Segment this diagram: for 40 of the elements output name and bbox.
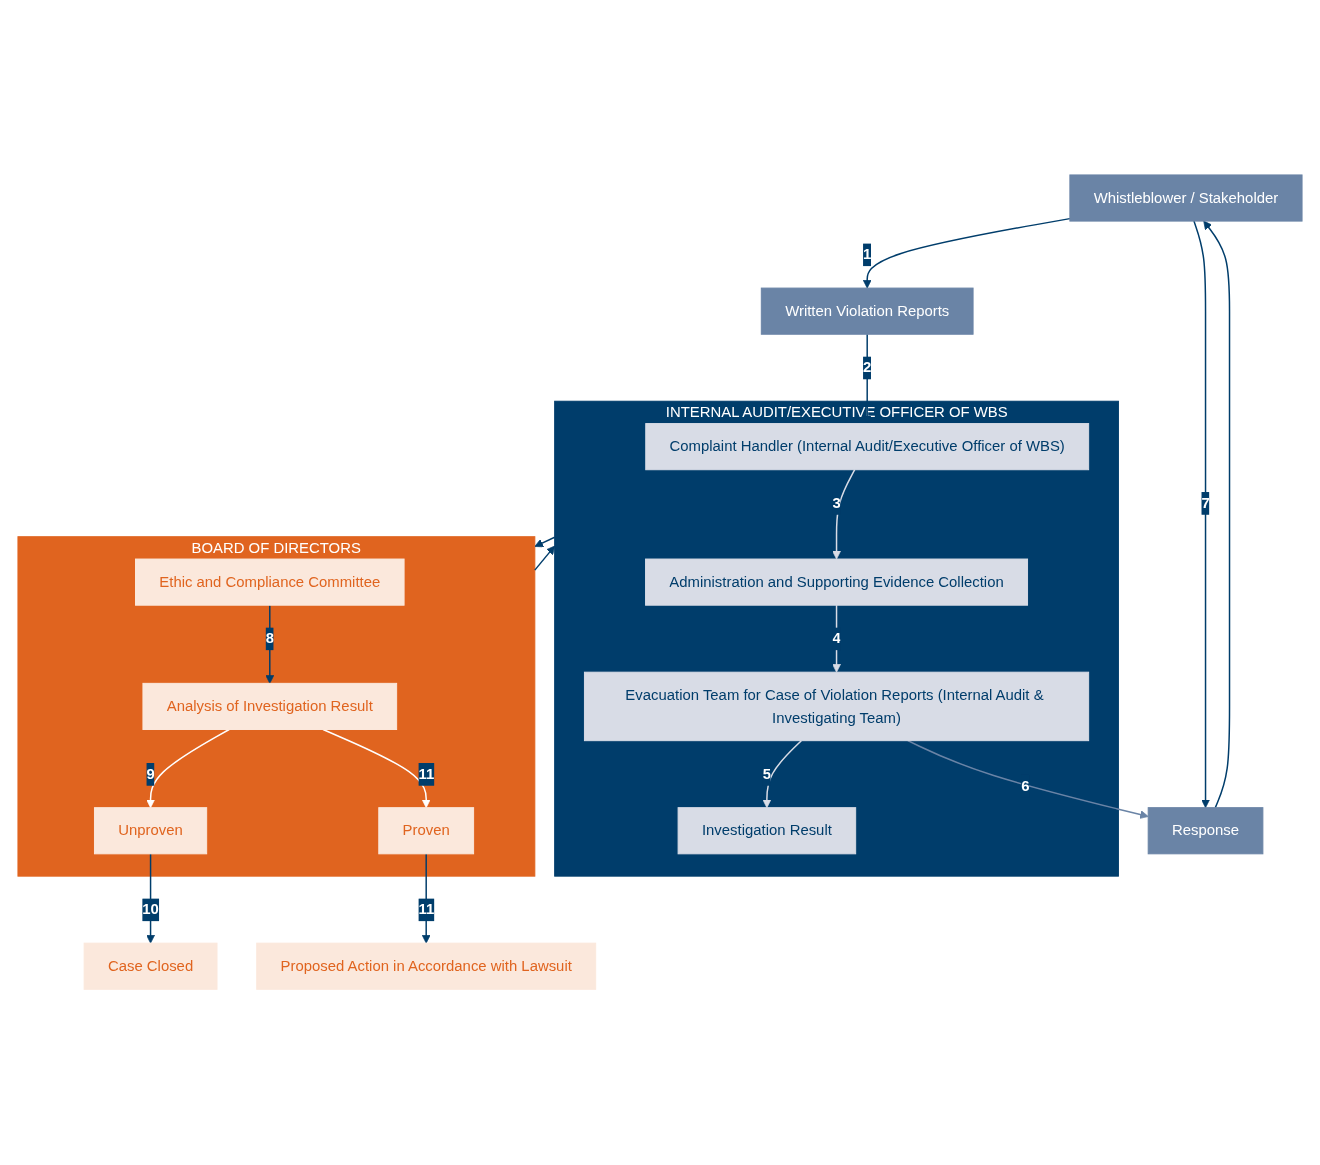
edge-label: 1 xyxy=(863,245,872,263)
node-box xyxy=(93,807,208,855)
edge-label: 9 xyxy=(146,765,155,783)
edge-label: 6 xyxy=(1021,777,1030,795)
edge-label: 11 xyxy=(418,765,435,783)
node-box xyxy=(256,943,597,991)
arrow xyxy=(534,546,556,572)
arrow xyxy=(265,604,275,685)
edge-label: 3 xyxy=(832,494,841,512)
arrow xyxy=(146,853,155,944)
node-box xyxy=(645,558,1029,607)
arrow xyxy=(862,218,1071,289)
arrow xyxy=(762,740,803,809)
cluster xyxy=(554,401,1119,877)
node-box xyxy=(645,423,1090,471)
edge-label: 7 xyxy=(1201,494,1210,512)
edge-label: 11 xyxy=(418,900,435,918)
arrow xyxy=(1193,220,1210,809)
node-box xyxy=(1069,174,1303,222)
node-box xyxy=(1147,807,1264,855)
arrow xyxy=(832,469,856,560)
arrow xyxy=(832,604,841,673)
node-box xyxy=(142,683,398,731)
node-box xyxy=(83,943,218,991)
edge-label: 8 xyxy=(265,629,274,647)
cluster xyxy=(17,536,536,877)
node-box xyxy=(378,807,475,855)
arrow xyxy=(421,853,431,944)
edge-label: 4 xyxy=(832,629,841,647)
edge-label: 10 xyxy=(142,900,159,918)
edge-label: 5 xyxy=(762,765,772,783)
node-box xyxy=(583,672,1090,742)
arrow xyxy=(322,729,431,809)
node-box xyxy=(760,287,974,336)
edge-label: 2 xyxy=(863,358,872,376)
arrow xyxy=(146,729,230,809)
arrow xyxy=(534,536,556,548)
arrow xyxy=(1203,221,1231,809)
node-box xyxy=(677,807,857,855)
node-box xyxy=(135,558,405,607)
